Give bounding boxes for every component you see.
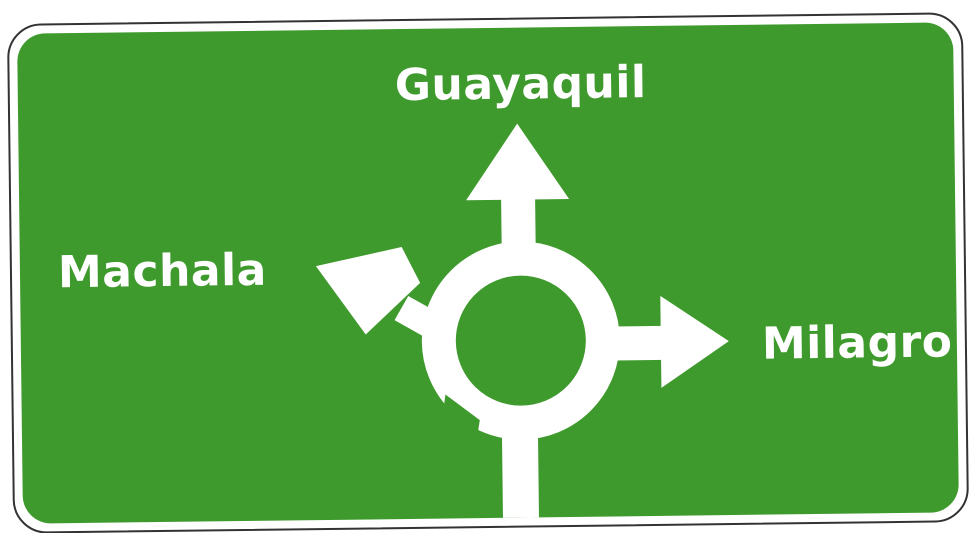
entry-road-icon (501, 419, 540, 522)
roundabout-diagram (315, 123, 729, 522)
sign-panel: Guayaquil Machala Milagro (17, 22, 959, 524)
roundabout-icon (421, 241, 620, 440)
arrow-up-left-icon (315, 247, 454, 346)
arrow-right-icon (612, 295, 729, 388)
arrow-up-icon (466, 123, 570, 263)
sign-border: Guayaquil Machala Milagro (6, 12, 970, 533)
